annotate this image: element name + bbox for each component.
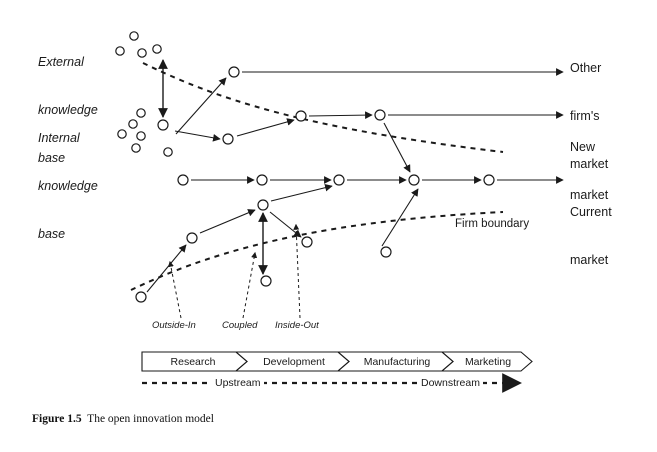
other-firms-market-line-1: Other — [570, 61, 602, 75]
node-internal-knowledge-5 — [131, 143, 141, 153]
mode-label-outside-in: Outside-In — [152, 320, 196, 331]
current-market-line-1: Current — [570, 205, 612, 219]
figure-caption-number: Figure 1.5 — [32, 413, 82, 425]
internal-knowledge-base-label: Internal knowledge base — [38, 98, 124, 274]
inside-out-leader — [293, 223, 301, 319]
node-new-market-path-1 — [222, 133, 234, 145]
other-firms-market-line-2: firm's — [570, 109, 600, 123]
edge-outside-in-node-to-core — [199, 209, 256, 234]
stage-label-marketing[interactable]: Marketing — [464, 356, 512, 368]
internal-kb-line-3: base — [38, 227, 66, 241]
edge-new1-to-new2 — [236, 118, 295, 137]
node-current-market-path-4 — [408, 174, 420, 186]
current-market-line-2: market — [570, 253, 609, 267]
stage-label-manufacturing[interactable]: Manufacturing — [363, 356, 431, 368]
figure-caption-title: The open innovation model — [87, 413, 214, 425]
external-kb-line-2: knowledge — [38, 103, 98, 117]
stage-label-research[interactable]: Research — [170, 356, 216, 368]
node-external-knowledge-4 — [152, 44, 162, 54]
market-label-other-firms: Other firm's market — [570, 28, 654, 204]
node-internal-knowledge-6 — [163, 147, 173, 157]
upper-firm-boundary-curve — [142, 62, 504, 153]
node-coupled-lower — [260, 275, 272, 287]
node-new-market-path-3 — [374, 109, 386, 121]
diagram-nodes — [115, 31, 495, 303]
stage-chevron-marketing — [440, 351, 533, 372]
node-current-market-path-3 — [333, 174, 345, 186]
edge-core-to-inside-out-node — [269, 211, 302, 238]
market-label-current: Current market — [570, 172, 654, 300]
internal-kb-line-1: Internal — [38, 131, 80, 145]
downstream-label: Downstream — [418, 377, 483, 389]
node-current-market-path-1 — [177, 174, 189, 186]
edge-hub-to-new-node — [174, 130, 221, 142]
edge-new3-to-current4 — [383, 122, 411, 173]
node-external-knowledge-3 — [137, 48, 147, 58]
upstream-label: Upstream — [212, 377, 264, 389]
external-kb-line-1: External — [38, 55, 84, 69]
internal-kb-line-2: knowledge — [38, 179, 98, 193]
new-market-line-2: market — [570, 188, 609, 202]
market-label-new: New market — [570, 107, 654, 235]
node-internal-knowledge-1 — [136, 108, 146, 118]
stage-label-development[interactable]: Development — [263, 356, 325, 368]
edge-core-to-cur3 — [270, 183, 333, 202]
mode-label-inside-out: Inside-Out — [275, 320, 319, 331]
other-firms-market-line-3: market — [570, 157, 609, 171]
outside-in-leader — [167, 260, 182, 319]
mode-callout-leaders — [167, 223, 301, 319]
node-internal-knowledge-3 — [117, 129, 127, 139]
figure-caption: Figure 1.5 The open innovation model — [32, 413, 214, 425]
edge-outside-in-start-to-node — [146, 244, 187, 293]
node-coupled-core — [257, 199, 269, 211]
mode-label-coupled: Coupled — [222, 320, 258, 331]
node-other-firms-path-1 — [228, 66, 240, 78]
node-current-market-path-5 — [483, 174, 495, 186]
external-knowledge-base-label: External knowledge base — [38, 22, 124, 198]
node-outside-in-1 — [186, 232, 198, 244]
new-market-line-1: New — [570, 140, 596, 154]
coupled-leader — [242, 251, 258, 319]
node-external-knowledge-2 — [115, 46, 125, 56]
node-inside-out-1 — [301, 236, 313, 248]
node-internal-hub — [157, 119, 169, 131]
external-kb-line-3: base — [38, 151, 66, 165]
node-internal-knowledge-4 — [136, 131, 146, 141]
lower-firm-boundary-curve — [130, 211, 504, 291]
node-current-market-path-2 — [256, 174, 268, 186]
edge-new2-to-new3 — [308, 111, 373, 119]
solid-flow-arrows — [146, 68, 564, 293]
process-stage-bar — [141, 351, 533, 372]
node-external-knowledge-1 — [129, 31, 139, 41]
node-external-input-low — [380, 246, 392, 258]
node-internal-knowledge-2 — [128, 119, 138, 129]
edge-external-low-to-cur4 — [381, 188, 419, 247]
node-new-market-path-2 — [295, 110, 307, 122]
edge-hub-to-other-node — [175, 77, 227, 135]
node-outside-in-start — [135, 291, 147, 303]
firm-boundary-label: Firm boundary — [455, 218, 530, 230]
